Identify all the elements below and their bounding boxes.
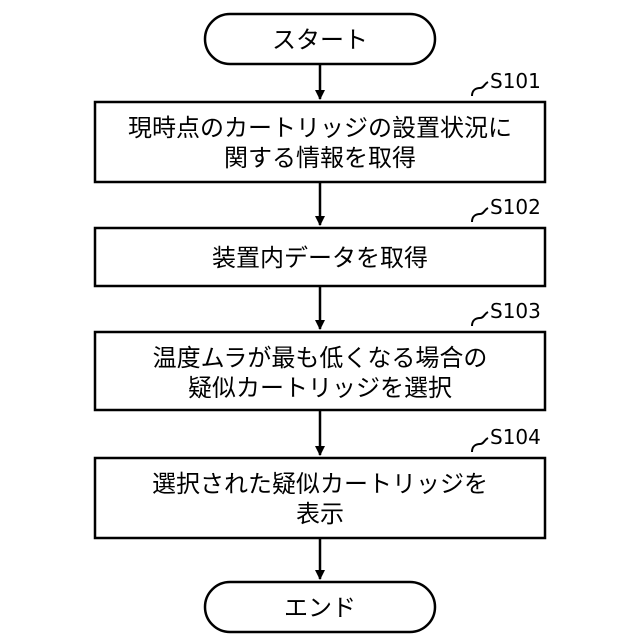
step-id-leader-s104 bbox=[472, 438, 488, 452]
start-terminal: スタート bbox=[205, 14, 435, 64]
step-text-s103-line1: 温度ムラが最も低くなる場合の bbox=[153, 344, 488, 372]
step-id-s103: S103 bbox=[490, 299, 541, 323]
step-text-s102-line1: 装置内データを取得 bbox=[212, 244, 428, 272]
step-text-s104-line1: 選択された疑似カートリッジを bbox=[152, 470, 488, 498]
step-id-leader-s103 bbox=[472, 312, 488, 326]
step-id-s101: S101 bbox=[490, 69, 541, 93]
step-id-leader-s101 bbox=[472, 82, 488, 96]
step-text-s104-line2: 表示 bbox=[296, 500, 344, 528]
end-label: エンド bbox=[284, 594, 356, 622]
step-text-s101-line1: 現時点のカートリッジの設置状況に bbox=[128, 114, 512, 142]
step-id-s102: S102 bbox=[490, 195, 541, 219]
step-text-s101-line2: 関する情報を取得 bbox=[224, 144, 416, 172]
start-label: スタート bbox=[272, 26, 368, 54]
step-text-s103-line2: 疑似カートリッジを選択 bbox=[188, 374, 452, 402]
step-id-s104: S104 bbox=[490, 425, 541, 449]
step-id-leader-s102 bbox=[472, 208, 488, 222]
end-terminal: エンド bbox=[205, 582, 435, 632]
